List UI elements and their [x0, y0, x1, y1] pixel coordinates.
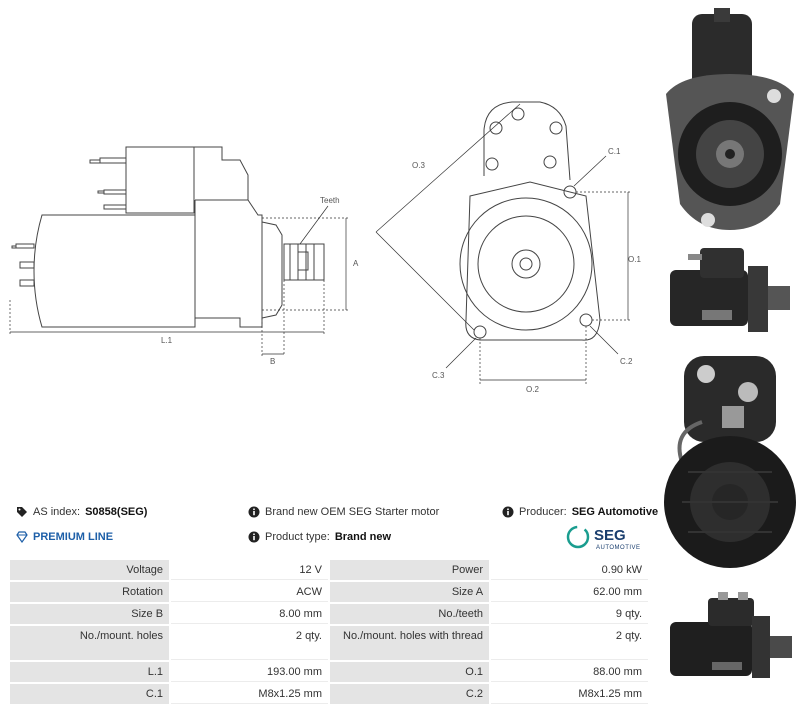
premium-line-label: PREMIUM LINE — [33, 531, 114, 543]
spec-value: 2 qty. — [491, 626, 648, 660]
spec-label: Size B — [10, 604, 170, 624]
producer-value: SEG Automotive — [571, 506, 659, 518]
logo-name: SEG — [594, 527, 626, 544]
table-row: Size B 8.00 mm No./teeth 9 qty. — [10, 604, 648, 624]
spec-value: 2 qty. — [171, 626, 328, 660]
product-photo-front — [666, 8, 794, 230]
table-row: L.1 193.00 mm O.1 88.00 mm — [10, 662, 648, 682]
as-index-value: S0858(SEG) — [85, 506, 148, 518]
spec-value: 8.00 mm — [171, 604, 328, 624]
diamond-icon — [16, 531, 28, 543]
table-row: No./mount. holes 2 qty. No./mount. holes… — [10, 626, 648, 660]
spec-label: No./teeth — [329, 604, 490, 624]
spec-value: 88.00 mm — [491, 662, 648, 682]
dim-o3-label: O.3 — [412, 161, 425, 170]
spec-label: Voltage — [10, 560, 170, 580]
technical-drawings: Teeth A L.1 B O.3 C.1 O.1 C.2 C — [9, 101, 641, 394]
producer-label: Producer: — [519, 506, 567, 518]
dim-c3-label: C.3 — [432, 371, 445, 380]
product-photo-side-2 — [670, 592, 792, 678]
spec-label: Rotation — [10, 582, 170, 602]
dim-o1-label: O.1 — [628, 255, 641, 264]
spec-value: 0.90 kW — [491, 560, 648, 580]
info-icon — [248, 506, 260, 518]
product-photo-rear — [664, 356, 796, 568]
table-row: Voltage 12 V Power 0.90 kW — [10, 560, 648, 580]
dim-b-label: B — [270, 357, 275, 366]
producer: Producer: SEG Automotive — [502, 506, 658, 518]
spec-label: No./mount. holes with thread — [329, 626, 490, 660]
spec-value: 62.00 mm — [491, 582, 648, 602]
spec-label: O.1 — [329, 662, 490, 682]
logo-sub: AUTOMOTIVE — [596, 545, 641, 551]
dim-o2-label: O.2 — [526, 385, 539, 394]
side-view-drawing — [11, 146, 325, 328]
spec-label: Size A — [329, 582, 490, 602]
info-icon — [248, 531, 260, 543]
info-icon — [502, 506, 514, 518]
as-index: AS index: S0858(SEG) — [16, 506, 147, 518]
spec-value: ACW — [171, 582, 328, 602]
spec-value: 193.00 mm — [171, 662, 328, 682]
dim-l1-label: L.1 — [161, 336, 173, 345]
dim-c1-label: C.1 — [608, 147, 621, 156]
dim-teeth-label: Teeth — [320, 196, 340, 205]
dim-a-label: A — [353, 259, 359, 268]
spec-value: 12 V — [171, 560, 328, 580]
spec-value: M8x1.25 mm — [171, 684, 328, 704]
table-row: C.1 M8x1.25 mm C.2 M8x1.25 mm — [10, 684, 648, 704]
as-index-label: AS index: — [33, 506, 81, 518]
product-type: Product type: Brand new — [248, 531, 391, 543]
side-view-dimensions — [9, 205, 348, 356]
front-view-dimensions — [375, 103, 632, 384]
spec-label: L.1 — [10, 662, 170, 682]
specs-table: Voltage 12 V Power 0.90 kW Rotation ACW … — [8, 558, 650, 706]
product-photo-side — [670, 248, 790, 332]
dim-c2-label: C.2 — [620, 357, 633, 366]
spec-value: 9 qty. — [491, 604, 648, 624]
spec-value: M8x1.25 mm — [491, 684, 648, 704]
premium-line: PREMIUM LINE — [16, 531, 113, 543]
front-view-drawing — [459, 101, 601, 341]
product-type-value: Brand new — [334, 531, 392, 543]
spec-label: No./mount. holes — [10, 626, 170, 660]
product-description: Brand new OEM SEG Starter motor — [248, 506, 439, 518]
spec-label: Power — [329, 560, 490, 580]
product-description-text: Brand new OEM SEG Starter motor — [265, 506, 440, 518]
product-type-label: Product type: — [265, 531, 330, 543]
tag-icon — [16, 506, 28, 518]
seg-automotive-logo: SEG AUTOMOTIVE — [566, 525, 641, 551]
spec-label: C.2 — [329, 684, 490, 704]
spec-label: C.1 — [10, 684, 170, 704]
table-row: Rotation ACW Size A 62.00 mm — [10, 582, 648, 602]
